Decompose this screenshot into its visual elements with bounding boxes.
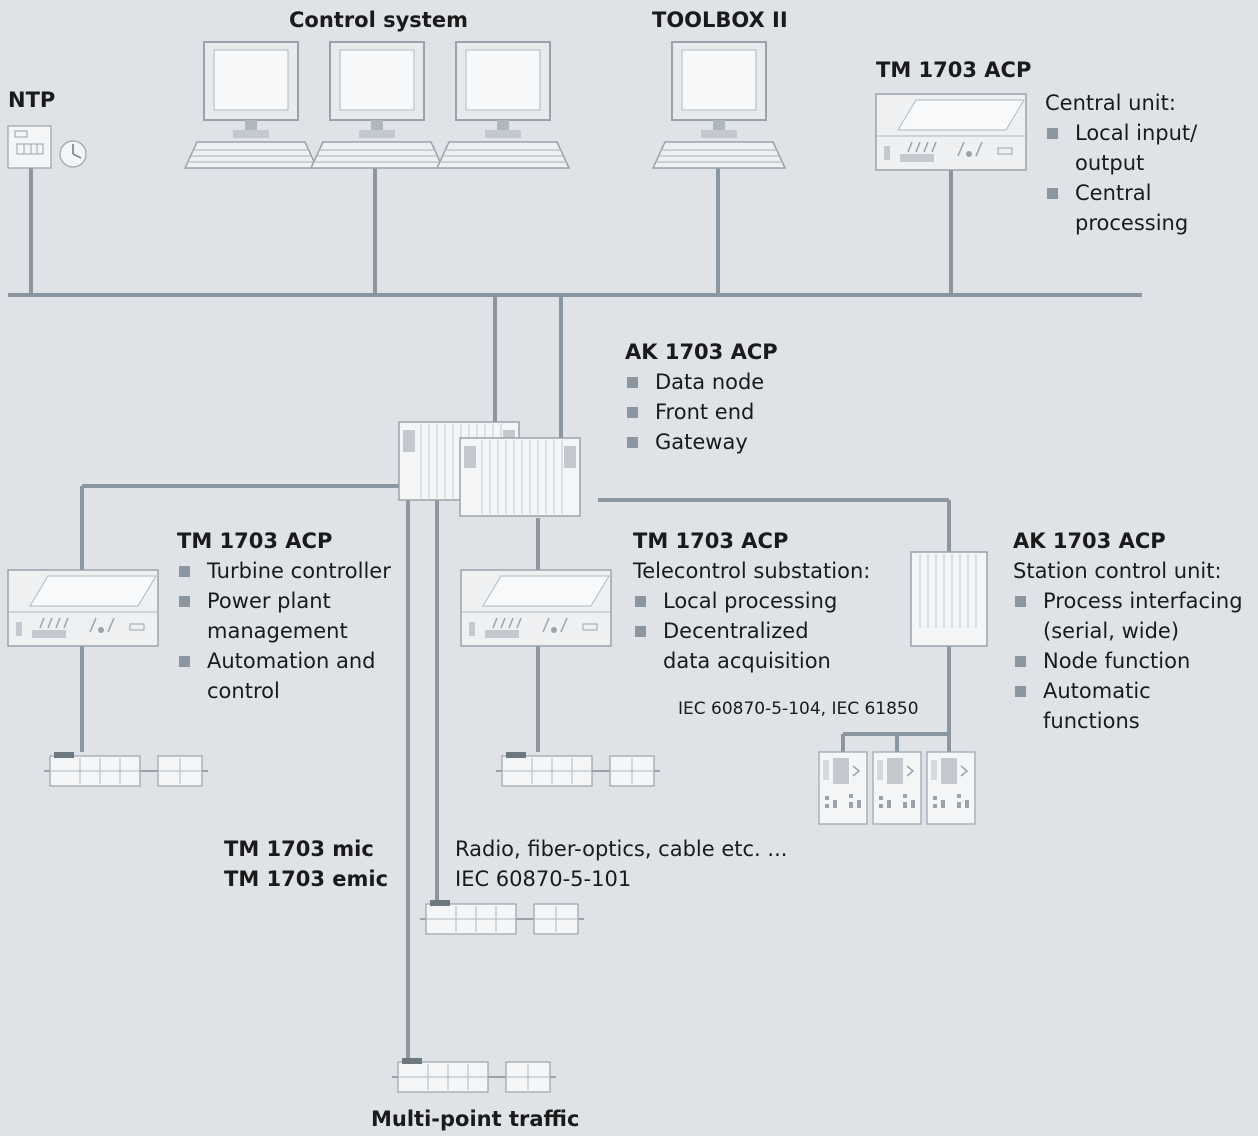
rack-unit-icon — [7, 569, 159, 647]
central-item-2: Central processing — [1045, 178, 1225, 238]
monitor-icon — [310, 41, 444, 169]
multipoint-label: Multi-point traffic — [371, 1107, 580, 1131]
left-item-1: Turbine controller — [177, 556, 407, 586]
din-rail-module-icon — [419, 899, 585, 935]
right-item-2: Node function — [1013, 646, 1258, 676]
mid-item-1: Local processing — [633, 586, 870, 616]
rack-unit-icon — [875, 93, 1027, 171]
left-item-3: Automation and control — [177, 646, 407, 706]
telecontrol-label: Telecontrol substation: — [633, 559, 871, 583]
tm-acp-left-title: TM 1703 ACP — [177, 529, 333, 553]
control-system-label: Control system — [289, 8, 468, 32]
right-item-3: Automatic functions — [1013, 676, 1193, 736]
mid-item-2: Decentralized data acquisition — [633, 616, 853, 676]
tm-mic-label: TM 1703 mic — [224, 837, 374, 861]
tm-acp-mid-title: TM 1703 ACP — [633, 529, 789, 553]
ak-acp-right-title: AK 1703 ACP — [1013, 529, 1166, 553]
monitor-icon — [652, 41, 786, 169]
protection-relay-icon — [926, 751, 976, 825]
ntp-label: NTP — [8, 88, 56, 112]
rack-cabinet-icon — [459, 437, 581, 517]
monitor-icon — [436, 41, 570, 169]
protection-relay-icon — [872, 751, 922, 825]
din-rail-module-icon — [495, 751, 661, 787]
ak-acp-right-block: AK 1703 ACP Station control unit: Proces… — [1013, 526, 1258, 736]
right-item-1: Process interfacing (serial, wide) — [1013, 586, 1258, 646]
ntp-clock-icon — [7, 125, 87, 169]
iec-104-label: IEC 60870-5-104, IEC 61850 — [678, 699, 919, 719]
monitor-icon — [184, 41, 318, 169]
tm-acp-mid-block: TM 1703 ACP Telecontrol substation: Loca… — [633, 526, 870, 676]
toolbox-label: TOOLBOX II — [652, 8, 788, 32]
station-control-label: Station control unit: — [1013, 559, 1222, 583]
rack-unit-icon — [460, 569, 612, 647]
din-rail-module-icon — [391, 1057, 557, 1093]
central-unit-label: Central unit: Local input/ output Centra… — [1045, 88, 1225, 238]
rack-cabinet-icon — [910, 551, 988, 647]
ak-center-item-2: Front end — [625, 397, 778, 427]
radio-label: Radio, fiber-optics, cable etc. ... — [455, 837, 788, 861]
tm-acp-left-block: TM 1703 ACP Turbine controller Power pla… — [177, 526, 407, 706]
tm-emic-label: TM 1703 emic — [224, 867, 389, 891]
ak-acp-center-block: AK 1703 ACP Data node Front end Gateway — [625, 337, 778, 457]
ak-center-item-3: Gateway — [625, 427, 778, 457]
protection-relay-icon — [818, 751, 868, 825]
central-item-1: Local input/ output — [1045, 118, 1225, 178]
iec-101-label: IEC 60870-5-101 — [455, 867, 632, 891]
ak-center-item-1: Data node — [625, 367, 778, 397]
left-item-2: Power plant management — [177, 586, 377, 646]
din-rail-module-icon — [43, 751, 209, 787]
tm-acp-top-title: TM 1703 ACP — [876, 58, 1032, 82]
central-unit-heading: Central unit: — [1045, 91, 1176, 115]
ak-acp-center-title: AK 1703 ACP — [625, 340, 778, 364]
